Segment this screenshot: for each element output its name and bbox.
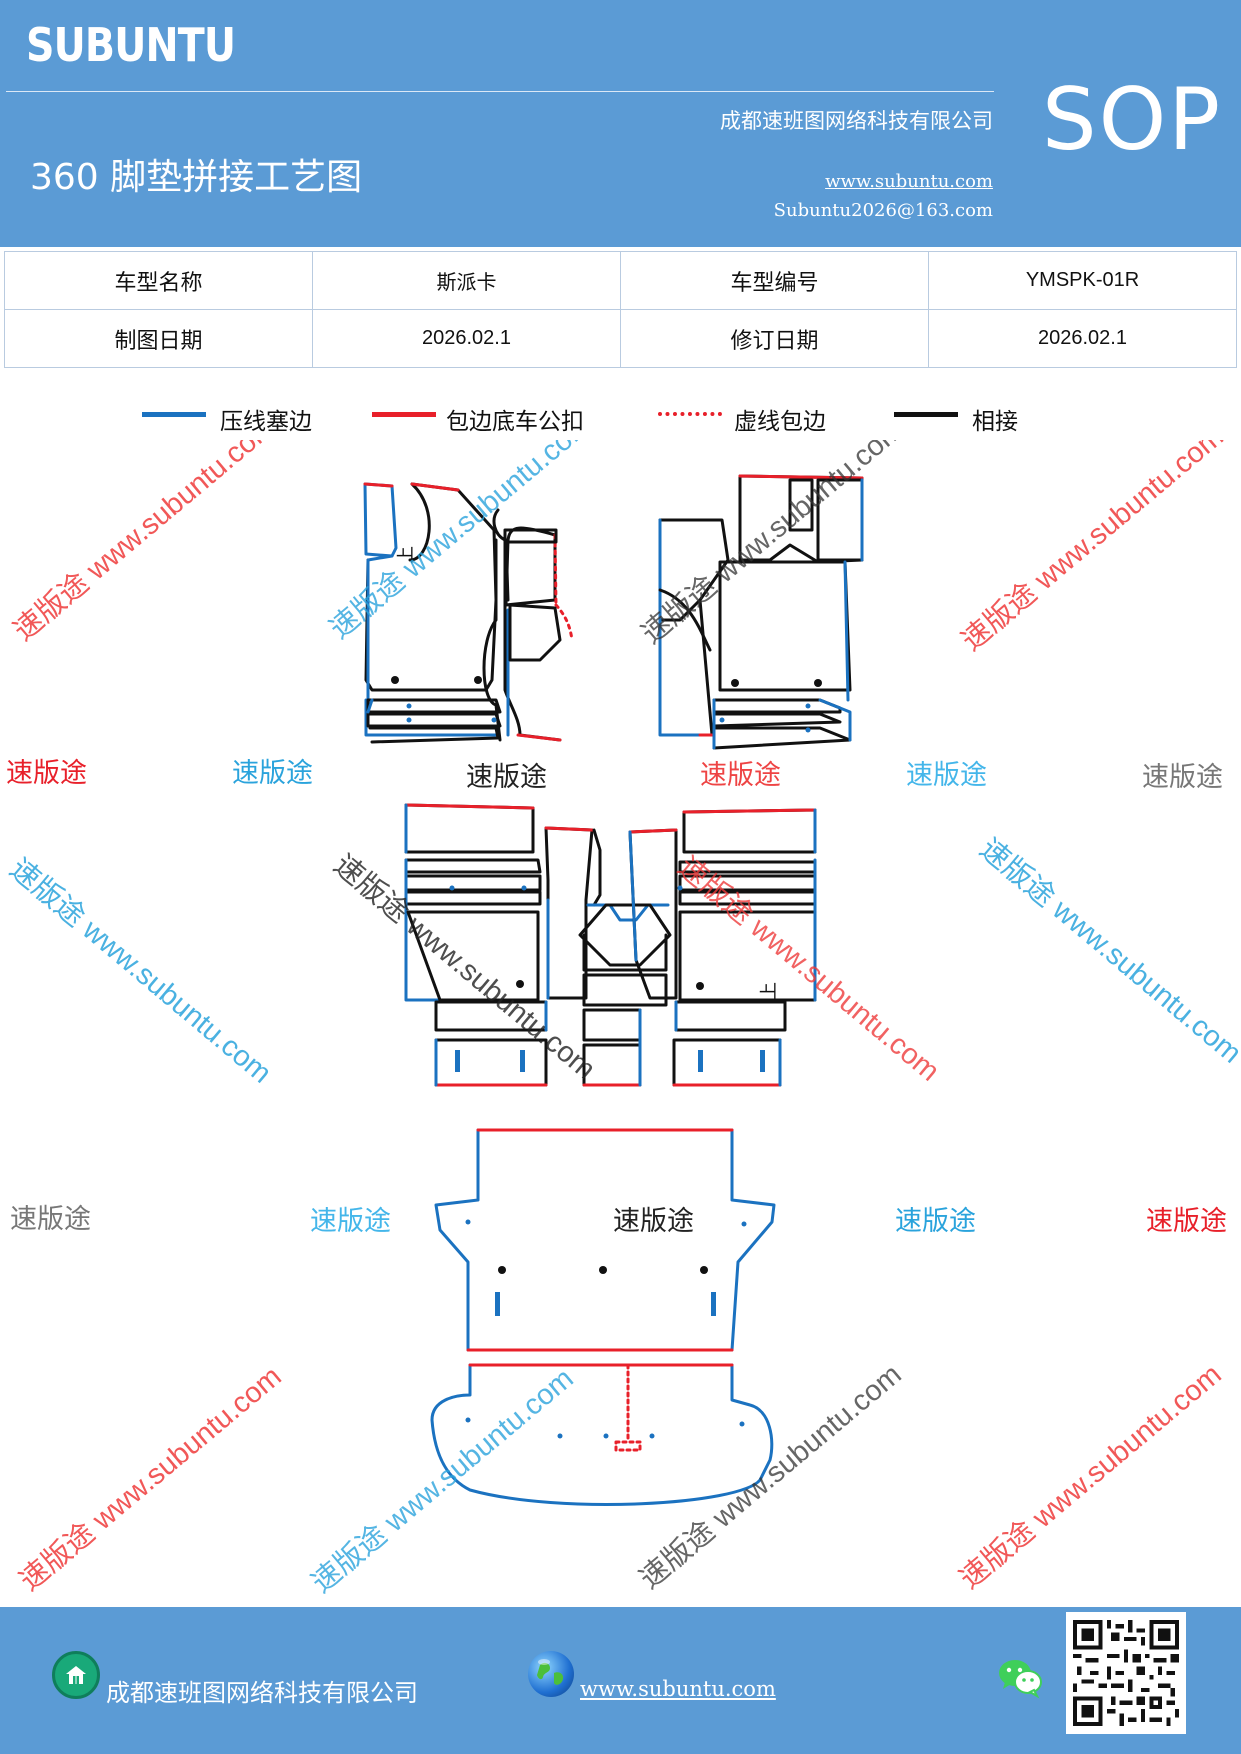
header-website-link[interactable]: www.subuntu.com xyxy=(825,171,993,192)
middle-tunnel-mat xyxy=(578,828,672,1087)
front-left-mat xyxy=(363,482,574,744)
table-row: 车型名称 斯派卡 车型编号 YMSPK-01R xyxy=(4,251,1237,310)
footer-website-link[interactable]: www.subuntu.com xyxy=(580,1677,776,1701)
watermark-diagonal: 速版途 www.subuntu.com xyxy=(633,1358,907,1596)
table-cell: 车型名称 xyxy=(4,251,313,310)
qr-code xyxy=(1066,1612,1186,1734)
watermark-short: 速版途 xyxy=(10,1204,91,1234)
watermark-diagonal: 速版途 www.subuntu.com xyxy=(672,850,946,1088)
header-divider xyxy=(6,91,994,92)
footer-banner: 成都速班图网络科技有限公司 www.subuntu.com xyxy=(0,1607,1241,1754)
legend-swatch-black xyxy=(894,412,958,417)
table-cell: 斯派卡 xyxy=(312,251,621,310)
floor-mat-diagram: 上 上 速版途 速版途 速版途 速版途 速版途 速版途 速版途 速版途 速版途 … xyxy=(4,440,1241,1600)
watermark-diagonal: 速版途 www.subuntu.com xyxy=(4,852,278,1090)
sop-badge: SOP xyxy=(1042,70,1223,170)
watermark-diagonal: 速版途 www.subuntu.com xyxy=(7,440,281,647)
legend-swatch-blue xyxy=(142,412,206,417)
watermark-short: 速版途 xyxy=(310,1206,391,1236)
wechat-icon[interactable] xyxy=(996,1655,1044,1699)
watermark-diagonal: 速版途 www.subuntu.com xyxy=(955,440,1229,657)
watermark-diagonal: 速版途 www.subuntu.com xyxy=(328,848,602,1086)
table-cell: 车型编号 xyxy=(620,251,929,310)
line-legend: 压线塞边 包边底车公扣 虚线包边 相接 xyxy=(0,400,1241,440)
third-row-mat xyxy=(434,1128,776,1352)
brand-logo: SUBUNTU xyxy=(26,18,236,72)
watermark-diagonal: 速版途 www.subuntu.com xyxy=(13,1360,287,1598)
header-email: Subuntu2026@163.com xyxy=(773,200,993,221)
front-right-mat xyxy=(658,474,864,750)
watermark-short: 速版途 xyxy=(232,758,313,788)
watermark-diagonal: 速版途 www.subuntu.com xyxy=(635,440,909,650)
document-title: 360 脚垫拼接工艺图 xyxy=(30,157,363,198)
watermark-diagonal: 速版途 www.subuntu.com xyxy=(305,1362,579,1600)
table-cell: 修订日期 xyxy=(620,309,929,368)
table-row: 制图日期 2026.02.1 修订日期 2026.02.1 xyxy=(4,309,1237,368)
watermark-short: 速版途 xyxy=(700,760,781,790)
second-row-right-mat xyxy=(628,808,817,1087)
vehicle-info-table: 车型名称 斯派卡 车型编号 YMSPK-01R 制图日期 2026.02.1 修… xyxy=(4,251,1237,368)
table-cell: 2026.02.1 xyxy=(928,309,1237,368)
watermark-short: 速版途 xyxy=(613,1206,694,1236)
watermark-short: 速版途 xyxy=(466,762,547,792)
legend-label: 压线塞边 xyxy=(220,409,312,435)
header-banner: SUBUNTU 360 脚垫拼接工艺图 成都速班图网络科技有限公司 www.su… xyxy=(0,0,1241,247)
header-company-name: 成都速班图网络科技有限公司 xyxy=(720,109,993,133)
watermark-diagonal: 速版途 www.subuntu.com xyxy=(974,832,1241,1070)
globe-icon xyxy=(528,1651,574,1697)
footer-company-name: 成都速班图网络科技有限公司 xyxy=(106,1679,418,1707)
watermark-short: 速版途 xyxy=(895,1206,976,1236)
watermark-short: 速版途 xyxy=(1146,1206,1227,1236)
table-cell: 制图日期 xyxy=(4,309,313,368)
home-icon xyxy=(52,1651,100,1699)
legend-swatch-red-dotted xyxy=(658,412,722,416)
watermark-short: 速版途 xyxy=(906,760,987,790)
legend-swatch-red xyxy=(372,412,436,417)
up-mark: 上 xyxy=(759,982,780,1000)
legend-label: 相接 xyxy=(972,409,1018,435)
table-cell: 2026.02.1 xyxy=(312,309,621,368)
second-row-left-mat xyxy=(404,803,594,1087)
legend-label: 包边底车公扣 xyxy=(446,409,584,435)
watermark-short: 速版途 xyxy=(1142,762,1223,792)
watermark-short: 速版途 xyxy=(6,758,87,788)
watermark-diagonal: 速版途 www.subuntu.com xyxy=(953,1358,1227,1596)
legend-label: 虚线包边 xyxy=(734,409,826,435)
up-mark: 上 xyxy=(396,546,417,564)
table-cell: YMSPK-01R xyxy=(928,251,1237,310)
trunk-mat xyxy=(430,1363,774,1506)
